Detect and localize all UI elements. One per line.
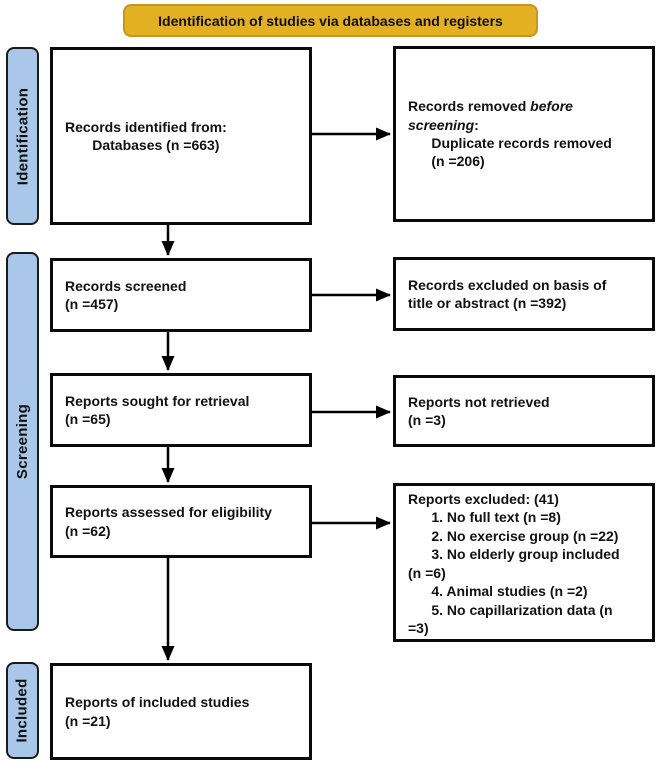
box-reports-not-retrieved: Reports not retrieved (n =3) [393,375,655,447]
box-records-identified: Records identified from: Databases (n =6… [50,47,312,225]
box-records-removed-text: Records removed before screening: Duplic… [396,93,620,175]
box-records-excluded-text: Records excluded on basis of title or ab… [408,276,607,311]
box-records-identified-text: Records identified from: Databases (n =6… [65,118,227,153]
box-records-screened-text: Records screened (n =457) [65,277,187,312]
box-records-screened: Records screened (n =457) [50,258,312,332]
banner-identification-of-studies: Identification of studies via databases … [123,4,538,37]
records-removed-italic: before screening [408,98,573,133]
box-reports-assessed-text: Reports assessed for eligibility (n =62) [65,504,272,539]
box-reports-excluded-text: Reports excluded: (41) 1. No full text (… [408,491,620,637]
stage-label-identification: Identification [6,47,39,225]
records-removed-rest: : Duplicate records removed (n =206) [431,116,612,170]
box-reports-sought-text: Reports sought for retrieval (n =65) [65,392,250,427]
box-reports-assessed-eligibility: Reports assessed for eligibility (n =62) [50,485,312,558]
records-removed-prefix: Records removed [408,98,531,115]
box-records-excluded-title-abstract: Records excluded on basis of title or ab… [393,257,655,331]
stage-label-screening-text: Screening [14,403,32,480]
box-reports-included-text: Reports of included studies (n =21) [65,694,250,729]
box-records-removed-before-screening: Records removed before screening: Duplic… [393,46,655,222]
stage-label-included: Included [6,662,39,759]
stage-label-included-text: Included [14,678,32,743]
banner-title: Identification of studies via databases … [158,12,503,29]
box-reports-included-studies: Reports of included studies (n =21) [50,663,312,760]
box-reports-not-retrieved-text: Reports not retrieved (n =3) [408,393,550,428]
box-reports-sought-retrieval: Reports sought for retrieval (n =65) [50,373,312,447]
box-reports-excluded-reasons: Reports excluded: (41) 1. No full text (… [393,483,655,642]
stage-label-identification-text: Identification [14,87,32,185]
stage-label-screening: Screening [6,252,39,631]
